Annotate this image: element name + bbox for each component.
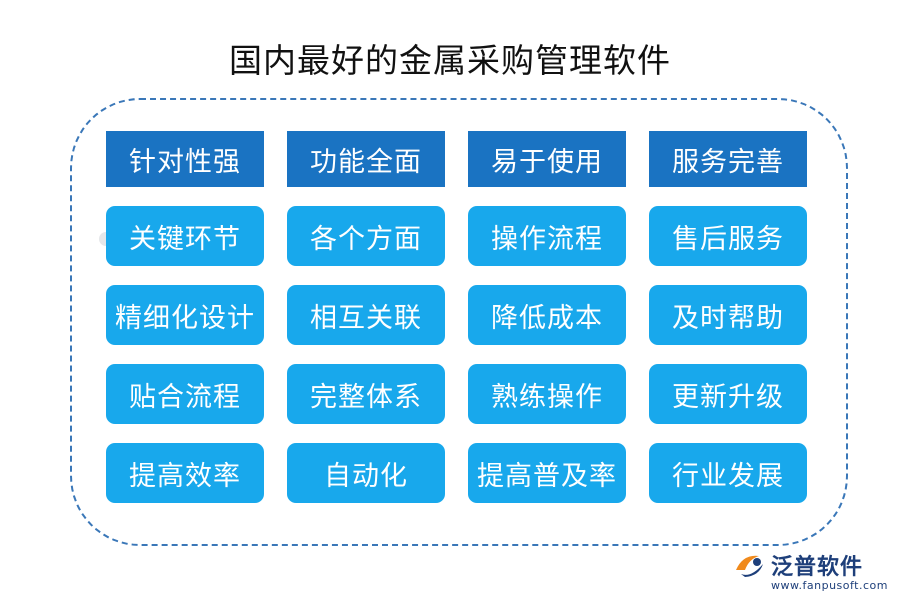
feature-item: 提高效率 <box>106 443 264 503</box>
feature-item: 完整体系 <box>287 364 445 424</box>
logo-url: www.fanpusoft.com <box>771 579 888 592</box>
logo-name: 泛普软件 <box>771 555 864 580</box>
header-comprehensive: 功能全面 <box>287 131 445 187</box>
feature-item: 行业发展 <box>649 443 807 503</box>
header-service: 服务完善 <box>649 131 807 187</box>
header-targeted: 针对性强 <box>106 131 264 187</box>
feature-item: 及时帮助 <box>649 285 807 345</box>
fanpu-logo: 泛普软件 www.fanpusoft.com <box>733 549 888 592</box>
fanpu-logo-icon <box>733 550 767 580</box>
feature-item: 关键环节 <box>106 206 264 266</box>
header-easy-to-use: 易于使用 <box>468 131 626 187</box>
diagram-title: 国内最好的金属采购管理软件 <box>229 41 671 80</box>
feature-item: 熟练操作 <box>468 364 626 424</box>
feature-item: 更新升级 <box>649 364 807 424</box>
dashed-frame <box>70 98 848 546</box>
feature-grid: 针对性强 功能全面 易于使用 服务完善 关键环节 各个方面 操作流程 售后服务 … <box>106 131 807 503</box>
feature-item: 精细化设计 <box>106 285 264 345</box>
feature-item: 相互关联 <box>287 285 445 345</box>
feature-item: 降低成本 <box>468 285 626 345</box>
feature-item: 操作流程 <box>468 206 626 266</box>
feature-item: 售后服务 <box>649 206 807 266</box>
feature-item: 自动化 <box>287 443 445 503</box>
feature-item: 提高普及率 <box>468 443 626 503</box>
feature-item: 各个方面 <box>287 206 445 266</box>
feature-item: 贴合流程 <box>106 364 264 424</box>
